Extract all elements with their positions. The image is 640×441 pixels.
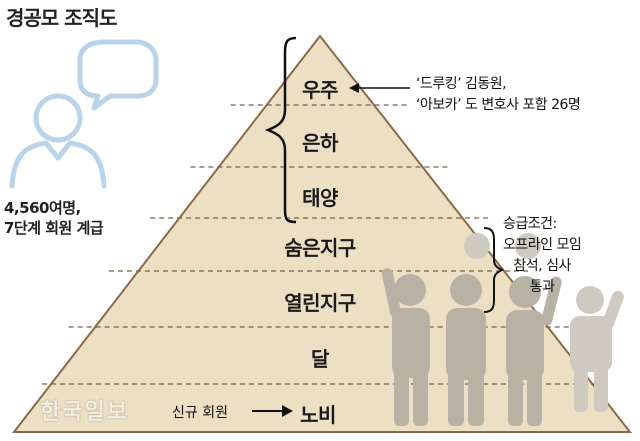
tier-label-galaxy: 은하 — [302, 131, 338, 155]
new-member-label: 신규 회원 — [172, 405, 228, 421]
crowd-icon — [381, 233, 624, 426]
tier-label-moon: 달 — [311, 347, 329, 371]
chart-title: 경공모 조직도 — [6, 6, 117, 30]
promotion-bracket — [483, 227, 505, 313]
members-bracket — [264, 36, 297, 224]
promotion-condition: 승급조건: 오프라인 모임 참석, 심사 통과 — [503, 214, 582, 298]
tier-label-hidden-earth: 숨은지구 — [284, 236, 356, 260]
top-annotation: ‘드루킹’ 김동원, ‘아보카’ 도 변호사 포함 26명 — [416, 74, 581, 116]
tier-label-sun: 태양 — [302, 186, 338, 210]
watermark: 한국일보 — [40, 400, 129, 425]
new-member-arrow — [252, 405, 293, 417]
promotion-condition-line: 승급조건: — [503, 216, 557, 232]
promotion-condition-line: 통과 — [529, 279, 555, 295]
top-arrow — [349, 83, 410, 93]
members-note: 4,560여명, 7단계 회원 계급 — [4, 198, 104, 238]
tier-label-slave: 노비 — [300, 403, 336, 427]
top-annotation-line: ‘드루킹’ 김동원, — [416, 76, 507, 92]
members-note-line: 4,560여명, — [4, 199, 81, 217]
promotion-condition-line: 오프라인 모임 — [503, 237, 582, 253]
speaking-person-icon — [9, 39, 159, 189]
top-annotation-line: ‘아보카’ 도 변호사 포함 26명 — [416, 97, 581, 113]
tier-label-open-earth: 열린지구 — [284, 291, 356, 315]
tier-label-universe: 우주 — [302, 78, 338, 102]
tier-dividers — [42, 104, 598, 385]
promotion-condition-line: 참석, 심사 — [513, 258, 571, 274]
members-note-line: 7단계 회원 계급 — [4, 219, 104, 237]
